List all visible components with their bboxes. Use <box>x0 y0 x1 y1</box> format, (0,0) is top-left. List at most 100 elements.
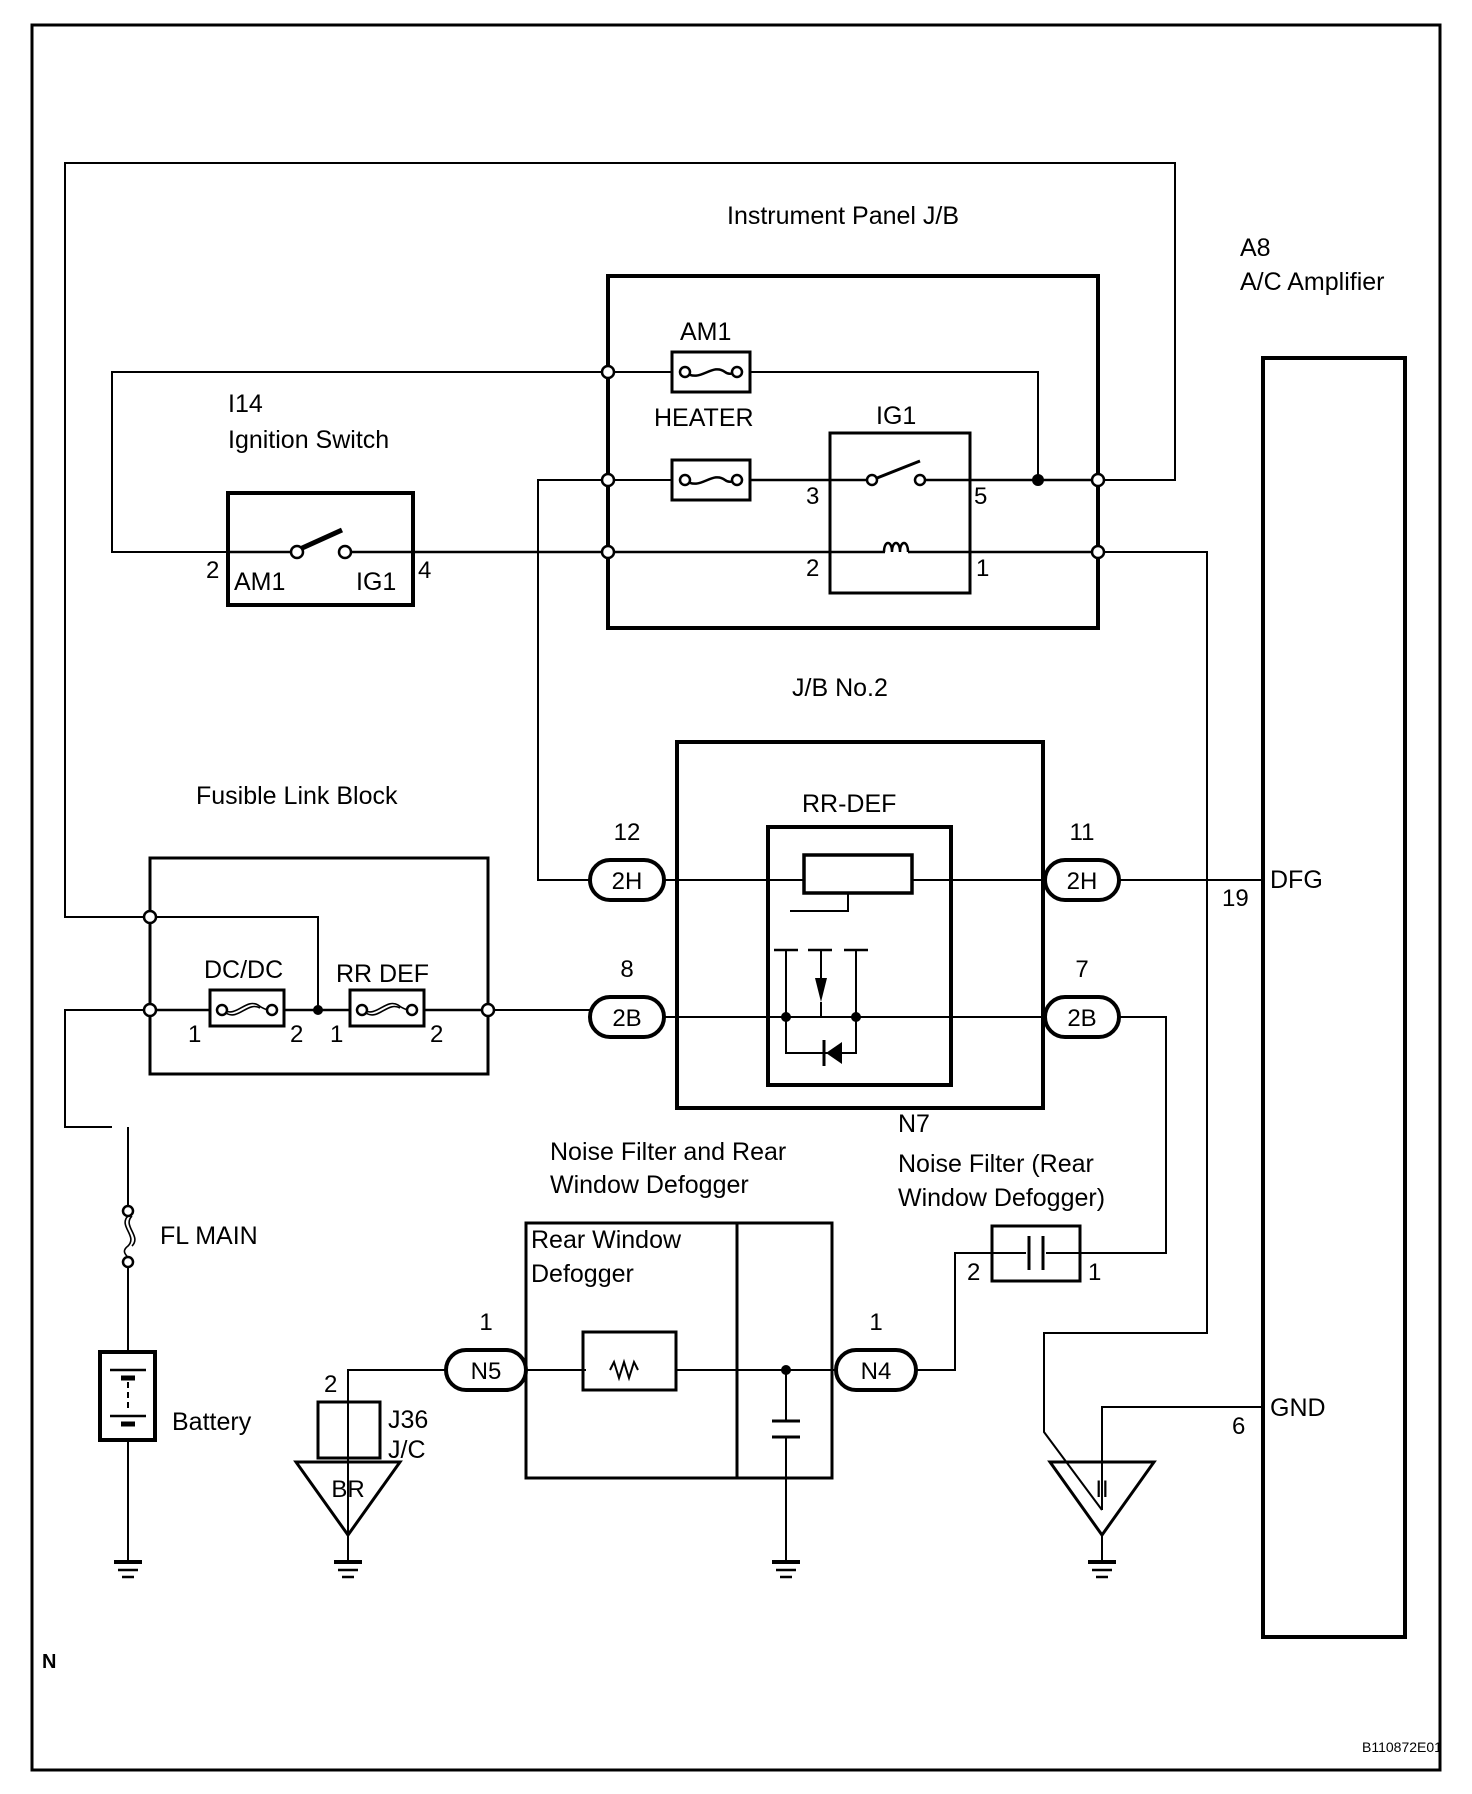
fl-main-terminal-top <box>121 1204 135 1218</box>
wire-am1-out <box>750 371 1039 480</box>
connector-n5-label: N5 <box>471 1358 502 1385</box>
noise-filter-defogger: Noise Filter and Rear Window Defogger Re… <box>444 1138 918 1480</box>
ground-point-br-triangle <box>293 1460 403 1538</box>
fuse-dcdc-terminal-out <box>265 1003 279 1017</box>
fl-main-label: FL MAIN <box>160 1222 258 1250</box>
ground-icon-br <box>334 1560 362 1579</box>
fuse-rrdef-pin-2: 2 <box>430 1021 443 1048</box>
jb-no2-box <box>675 740 1045 1110</box>
noise-filter-n7-pin-1: 1 <box>1088 1259 1101 1286</box>
fuse-dcdc-pin-1: 1 <box>188 1021 201 1048</box>
fuse-am1-terminal-in <box>678 365 692 379</box>
fuse-heater-label: HEATER <box>654 404 754 432</box>
wire-heater-feed <box>537 479 672 881</box>
ac-amplifier: A8 A/C Amplifier DFG 19 GND 6 <box>1222 234 1407 1639</box>
relay-pin-2: 2 <box>806 555 819 582</box>
battery-label: Battery <box>172 1408 252 1436</box>
rear-window-defogger-label-2: Defogger <box>531 1260 634 1288</box>
fuse-am1-icon <box>684 368 738 377</box>
jb-node-ig1-in <box>600 544 616 560</box>
noise-filter-n7-name-2: Window Defogger) <box>898 1184 1105 1212</box>
noise-filter-n7-name-1: Noise Filter (Rear <box>898 1150 1094 1178</box>
ignition-switch-pin-4: 4 <box>418 557 431 584</box>
page-marker: N <box>42 1651 56 1673</box>
ignition-switch-name: Ignition Switch <box>228 426 389 454</box>
jb2-pin-11: 11 <box>1070 819 1095 846</box>
flb-node-in <box>142 1002 158 1018</box>
ground-point-ii-triangle <box>1047 1460 1157 1538</box>
fuse-heater-box <box>670 458 752 502</box>
fuse-dcdc-box <box>208 988 286 1028</box>
wire-amp-gnd <box>1101 1406 1263 1510</box>
fusible-link-block-title: Fusible Link Block <box>196 782 398 810</box>
j36-name: J/C <box>388 1436 426 1464</box>
jb-node-out-5 <box>1090 472 1106 488</box>
wire-flb-main <box>64 1009 150 1128</box>
ground-point-br-label: BR <box>331 1476 364 1503</box>
fuse-rrdef-terminal-in <box>355 1003 369 1017</box>
fl-main-terminal-bottom <box>121 1255 135 1269</box>
rr-def-diode-icon <box>826 1042 842 1064</box>
fuse-dcdc-icon <box>223 1002 271 1016</box>
ignition-switch-contact-am1 <box>289 544 305 560</box>
ac-amplifier-box <box>1261 356 1407 1639</box>
jb-no2-title: J/B No.2 <box>792 674 888 702</box>
defogger-element-box <box>581 1330 678 1392</box>
noise-filter-defogger-title-1: Noise Filter and Rear <box>550 1138 786 1166</box>
ground-icon-ii <box>1088 1560 1116 1579</box>
fuse-rrdef-pin-1: 1 <box>330 1021 343 1048</box>
jb2-pin-12: 12 <box>614 819 641 846</box>
n4-pin-1: 1 <box>869 1309 882 1336</box>
relay-ig1-label: IG1 <box>876 402 916 430</box>
instrument-panel-jb: Instrument Panel J/B AM1 HEATER IG1 3 5 … <box>600 202 1106 630</box>
jb-splice-dot <box>1032 474 1044 486</box>
ignition-switch-code: I14 <box>228 390 263 418</box>
relay-ig1-box <box>828 431 972 595</box>
relay-switch-contact-out <box>913 473 927 487</box>
flb-node-out <box>480 1002 496 1018</box>
relay-switch-blade-icon <box>876 459 921 480</box>
fuse-rrdef-terminal-out <box>405 1003 419 1017</box>
ground-icon-noise-filter <box>772 1560 800 1579</box>
ac-amplifier-code: A8 <box>1240 234 1271 262</box>
noise-filter-defogger-box <box>524 1221 834 1480</box>
wire-2b-to-n7 <box>1080 1016 1167 1254</box>
wire-n7-to-n4 <box>915 1252 992 1371</box>
fuse-dcdc-terminal-in <box>215 1003 229 1017</box>
ground-points: BR II <box>114 1460 1157 1579</box>
wire-coil-to-ground <box>1043 551 1208 1511</box>
noise-filter-n7: N7 Noise Filter (Rear Window Defogger) 2… <box>898 1110 1105 1286</box>
fuse-heater-terminal-in <box>678 473 692 487</box>
fl-main-fusible-link-icon <box>123 1215 136 1259</box>
jb-node-heater-in <box>600 472 616 488</box>
wire-am1 <box>111 371 672 553</box>
rr-def-armature-arrow-icon <box>815 978 827 1002</box>
jb2-pin-8: 8 <box>620 956 633 983</box>
figure-id: B110872E01 <box>1362 1739 1442 1755</box>
ignition-switch-terminal-am1: AM1 <box>234 568 285 596</box>
connector-n5 <box>444 1348 528 1392</box>
wire-n5-to-j36 <box>347 1369 446 1535</box>
ground-point-ii-label: II <box>1095 1476 1108 1503</box>
jb-node-am1-in <box>600 364 616 380</box>
jb2-connector-2b-left-label: 2B <box>612 1005 641 1032</box>
j36-box <box>316 1400 382 1460</box>
ground-icon-battery <box>114 1560 142 1579</box>
fusible-link-block-box <box>148 856 490 1076</box>
wire-fl-to-igjb <box>64 162 1176 918</box>
jb2-connector-2b-right <box>1043 995 1121 1039</box>
rr-def-coil-lead <box>790 893 849 912</box>
flb-node-top <box>142 909 158 925</box>
fuse-dcdc-pin-2: 2 <box>290 1021 303 1048</box>
wire-flb-top-branch <box>150 916 319 1010</box>
connector-n4 <box>834 1348 918 1392</box>
relay-pin-5: 5 <box>974 483 987 510</box>
jb2-connector-2h-left-label: 2H <box>612 868 643 895</box>
ignition-switch: I14 Ignition Switch AM1 IG1 2 4 <box>206 390 431 607</box>
noise-filter-node <box>781 1365 791 1375</box>
jb2-pin-7: 7 <box>1075 956 1088 983</box>
ac-amp-terminal-dfg: DFG <box>1270 866 1323 894</box>
ac-amp-terminal-gnd: GND <box>1270 1394 1326 1422</box>
fuse-am1-terminal-out <box>730 365 744 379</box>
ac-amp-pin-6: 6 <box>1232 1413 1245 1440</box>
